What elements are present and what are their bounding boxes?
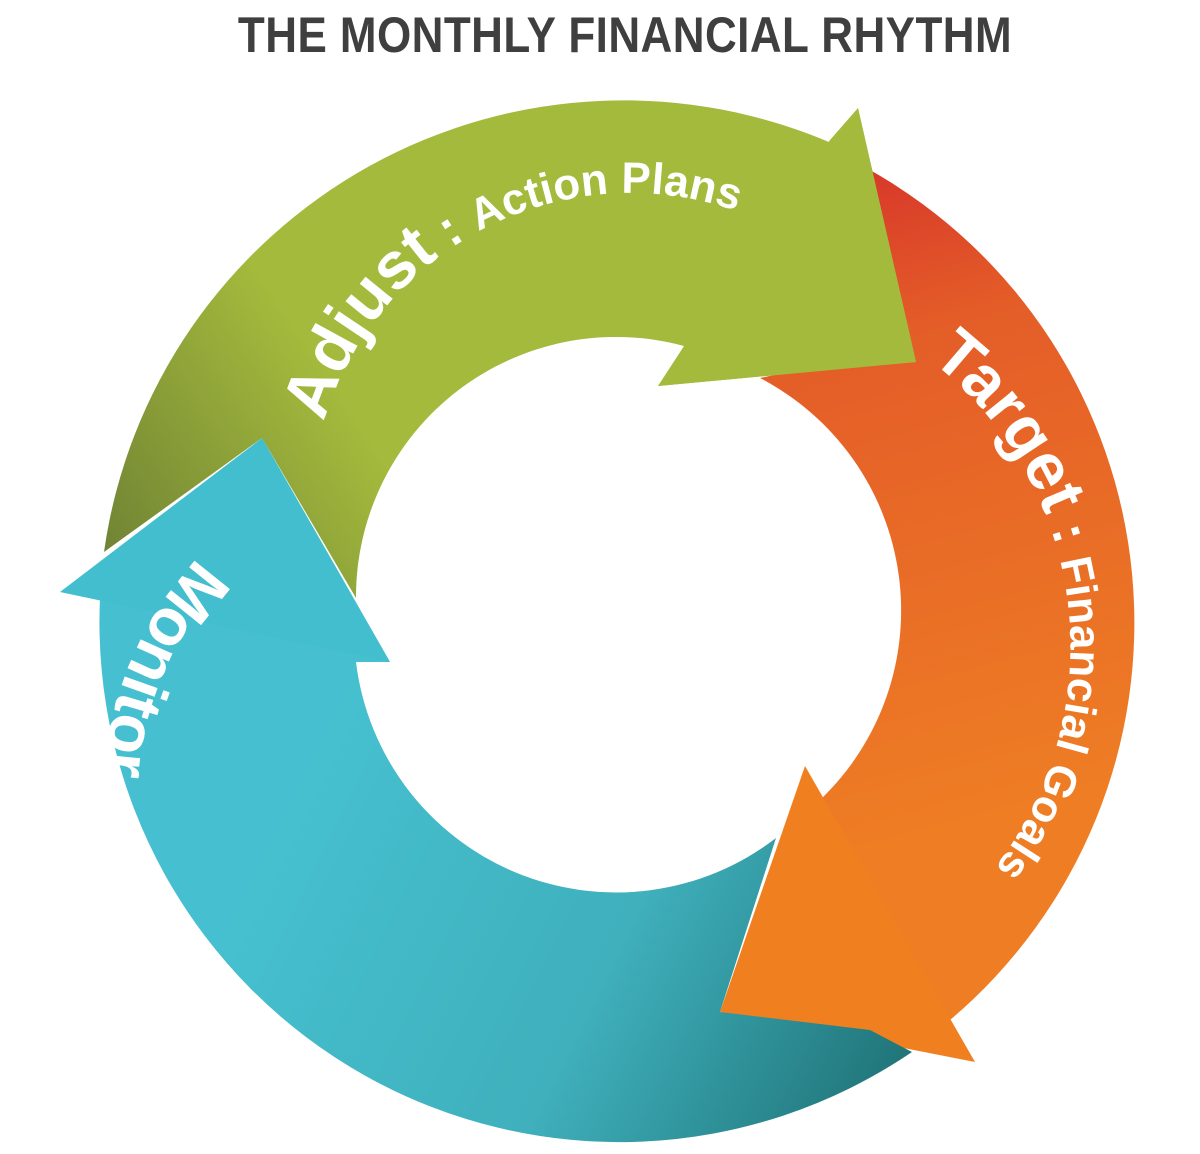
target-segment bbox=[720, 170, 1135, 1062]
target-band bbox=[760, 170, 1135, 1030]
adjust-segment bbox=[104, 100, 916, 598]
monitor-arrowhead bbox=[60, 438, 390, 662]
target-arrowhead bbox=[720, 766, 975, 1062]
monitor-separator: : bbox=[91, 790, 149, 807]
adjust-band bbox=[104, 100, 916, 598]
monitor-segment bbox=[60, 438, 912, 1143]
page-title: THE MONTHLY FINANCIAL RHYTHM bbox=[237, 7, 1013, 63]
adjust-arrowhead bbox=[658, 108, 916, 386]
